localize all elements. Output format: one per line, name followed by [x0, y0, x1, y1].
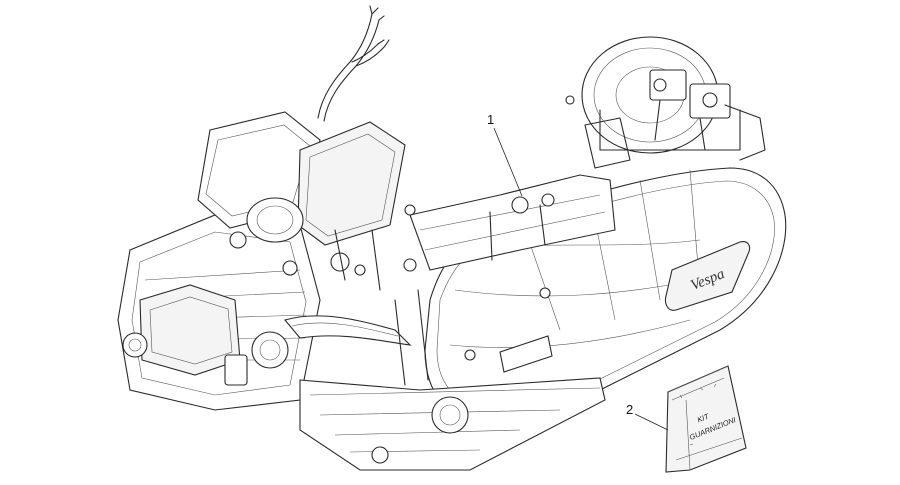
wiring-harness: [317, 5, 390, 122]
fasteners: [354, 95, 575, 361]
rear-hub: [581, 36, 766, 169]
callout-2-leader: [634, 413, 669, 431]
gasket-kit[interactable]: KIT GUARNIZIONI: [665, 365, 747, 473]
engine-assembly[interactable]: Vespa: [117, 5, 787, 471]
throttle-body: [197, 111, 406, 291]
cylinder-head: [117, 214, 321, 411]
callout-1: 1: [487, 112, 523, 197]
callout-1-leader: [493, 127, 523, 197]
crankcase-lower: [299, 289, 606, 471]
callout-1-number: 1: [487, 112, 494, 127]
callout-2: 2: [626, 402, 669, 431]
callout-2-number: 2: [626, 402, 633, 417]
exhaust-pipe: [284, 315, 412, 346]
crankcase-top: [409, 174, 616, 271]
